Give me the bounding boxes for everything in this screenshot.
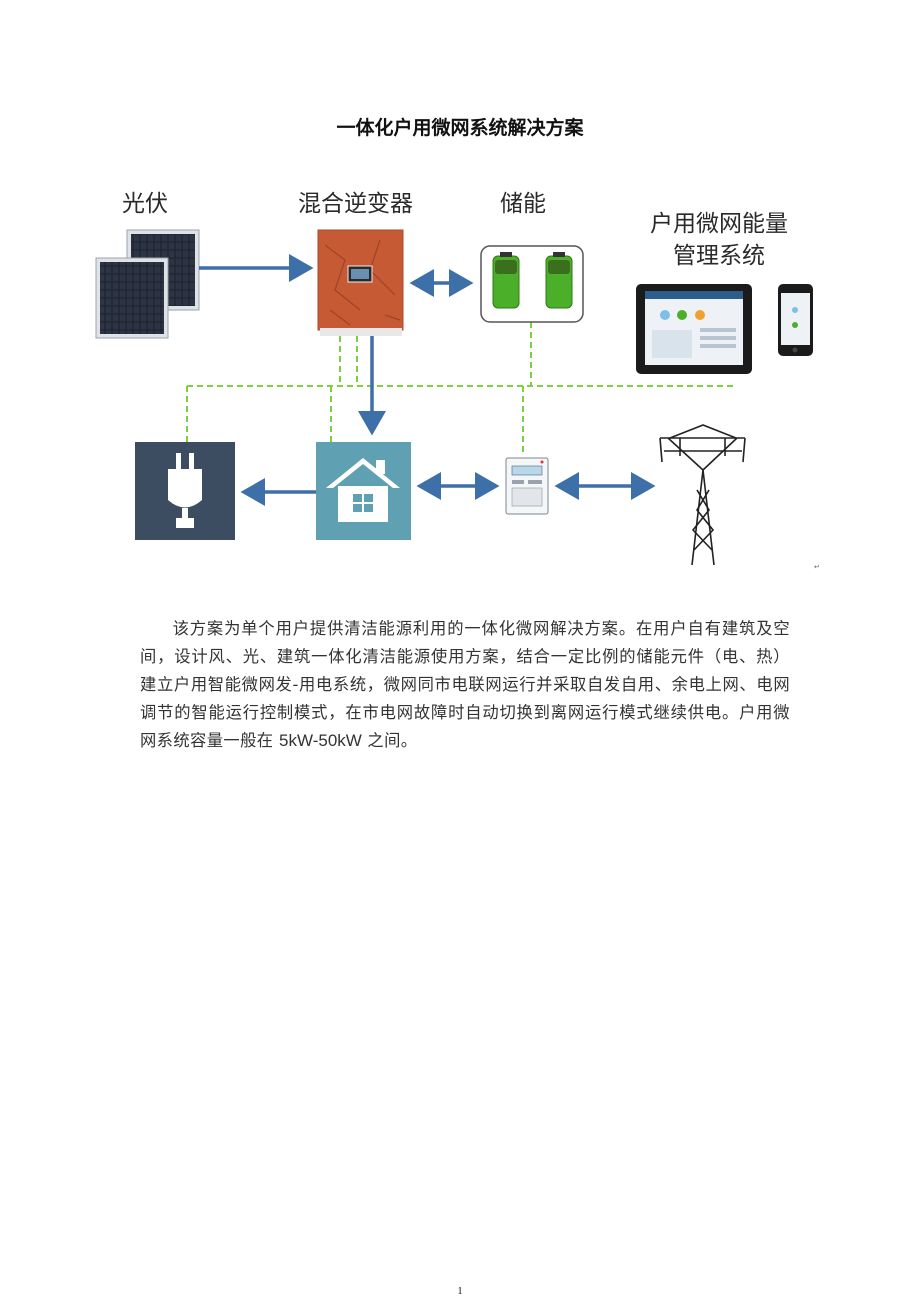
body-paragraph: 该方案为单个用户提供清洁能源利用的一体化微网解决方案。在用户自有建筑及空间，设计…	[140, 615, 790, 755]
electric-meter-icon	[505, 457, 549, 515]
house-icon	[316, 442, 411, 540]
label-storage: 储能	[500, 191, 546, 217]
communication-dashed-lines	[186, 322, 735, 452]
capacity-range: 5kW-50kW	[279, 731, 362, 750]
diagram-graphics	[95, 229, 813, 566]
page-number: 1	[457, 1285, 463, 1297]
smartphone-icon	[778, 284, 813, 356]
label-energy-management: 户用微网能量 管理系统	[650, 208, 788, 272]
inverter-icon	[317, 229, 404, 336]
tablet-icon	[636, 284, 752, 374]
transmission-tower-icon	[659, 424, 746, 566]
solar-panel-icon	[95, 229, 200, 339]
page-title: 一体化户用微网系统解决方案	[336, 117, 584, 139]
power-flow-arrows	[199, 254, 656, 506]
power-plug-icon	[135, 442, 235, 540]
paragraph-mark: ↵	[814, 563, 820, 571]
label-pv: 光伏	[122, 191, 168, 217]
body-text-a: 该方案为单个用户提供清洁能源利用的一体化微网解决方案。在用户自有建筑及空间，设计…	[140, 619, 790, 750]
body-text-b: 之间。	[367, 731, 418, 750]
label-inverter: 混合逆变器	[298, 191, 413, 217]
label-ems-line1: 户用微网能量	[650, 211, 788, 237]
microgrid-diagram: 光伏 混合逆变器 储能 户用微网能量 管理系统	[0, 170, 920, 590]
battery-icon	[480, 245, 584, 323]
label-ems-line2: 管理系统	[673, 243, 765, 269]
